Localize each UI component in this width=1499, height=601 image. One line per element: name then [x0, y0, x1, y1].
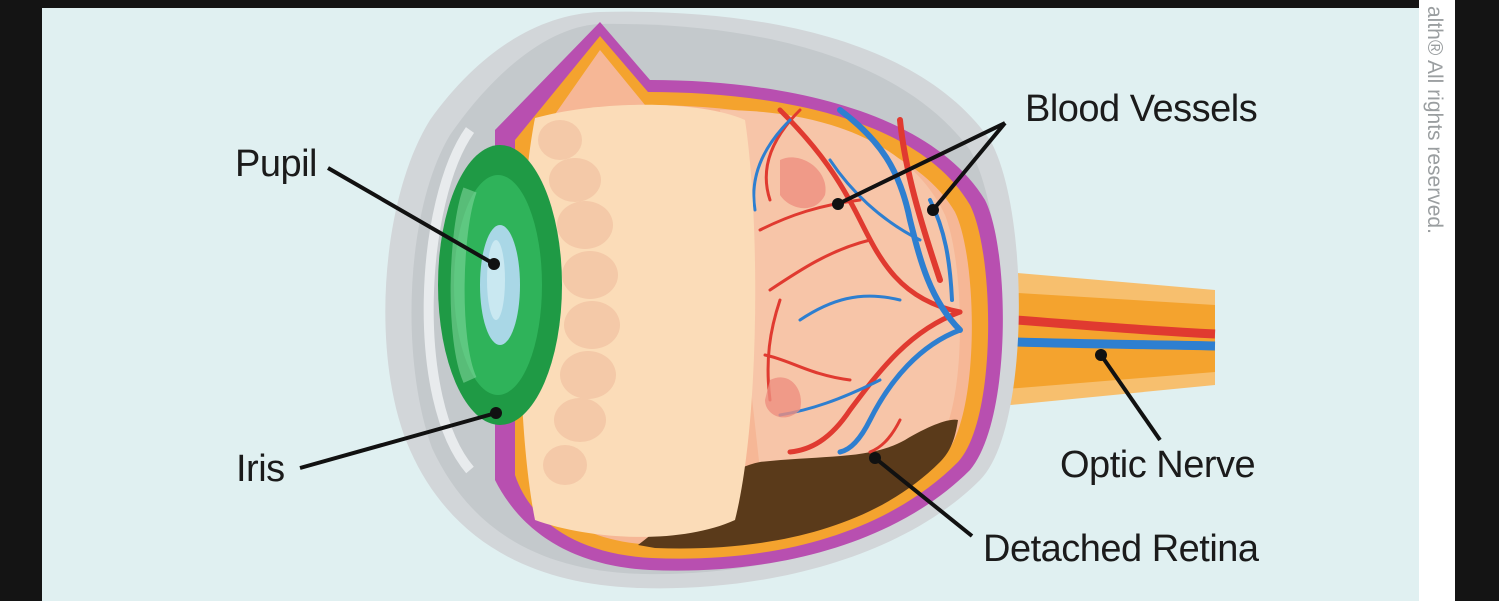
pupil-label: Pupil	[235, 143, 317, 185]
left-frame-bar	[0, 0, 42, 601]
watermark-text: alth® All rights reserved.	[1423, 6, 1446, 234]
detached-retina-label: Detached Retina	[983, 528, 1260, 570]
right-frame-bar	[1455, 0, 1499, 601]
optic-nerve-label: Optic Nerve	[1060, 444, 1255, 486]
blood-vessels-label: Blood Vessels	[1025, 88, 1257, 130]
iris-label: Iris	[236, 448, 285, 490]
